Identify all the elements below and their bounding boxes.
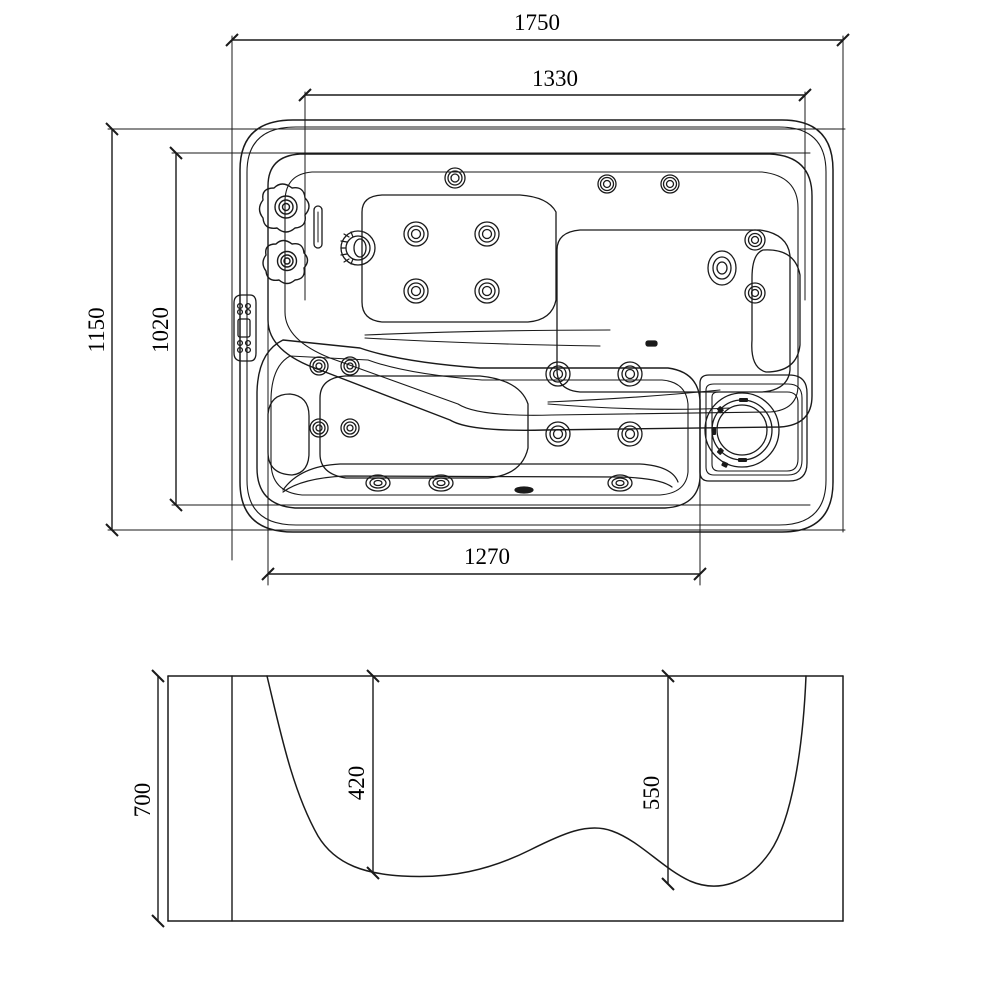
plan-dimension-lines — [105, 33, 850, 581]
jet — [744, 282, 766, 304]
headrest-lower-left — [267, 393, 310, 476]
control-panel-button — [244, 339, 252, 347]
dimension-label-700: 700 — [130, 783, 155, 818]
filter-cartridge — [716, 404, 768, 456]
elevation-shell-profile — [266, 675, 807, 887]
control-panel-display — [237, 318, 251, 338]
upper-basin-outline — [267, 153, 813, 431]
upper-basin-inner — [284, 171, 799, 416]
upper-left-seat — [361, 194, 557, 323]
spa-plan-body — [239, 119, 834, 533]
dimension-label-420: 420 — [344, 766, 369, 801]
control-panel-button — [244, 346, 252, 354]
spa-outer-shell — [239, 119, 834, 533]
jet — [309, 356, 329, 376]
lower-seat-pad — [319, 375, 529, 479]
headrest-upper-right — [751, 249, 801, 373]
control-panel — [233, 294, 257, 362]
spa-inner-rim — [246, 126, 827, 526]
jet — [309, 418, 329, 438]
jets-group — [309, 167, 766, 492]
jet — [444, 167, 466, 189]
upper-left-seat-outline — [361, 194, 557, 323]
dimension-label-1750: 1750 — [514, 10, 560, 35]
jet — [474, 278, 500, 304]
control-panel-button — [236, 302, 244, 310]
lower-basin-outline — [256, 339, 701, 509]
filter-outer-ring — [704, 392, 780, 468]
jet — [340, 356, 360, 376]
plan-extension-lines — [107, 35, 846, 586]
outlet-slots — [514, 340, 658, 494]
control-panel-button — [236, 346, 244, 354]
lower-basin-footrest — [282, 463, 679, 493]
suction-slot — [645, 340, 658, 347]
jet — [597, 174, 617, 194]
jet — [474, 221, 500, 247]
filter-skimmer — [699, 374, 808, 482]
jet — [607, 474, 633, 492]
dimension-label-1270: 1270 — [464, 544, 510, 569]
dimension-label-1150: 1150 — [84, 307, 109, 352]
grab-handle — [313, 205, 323, 249]
jet — [545, 361, 571, 387]
air-control-knob — [340, 230, 376, 266]
elevation-extension-lines — [167, 675, 381, 922]
jet-large — [707, 250, 737, 286]
jet — [744, 229, 766, 251]
upper-basin — [267, 153, 813, 431]
diverter-valve-upper — [258, 183, 310, 233]
control-panel-button — [236, 308, 244, 316]
elevation-box — [167, 675, 844, 922]
dimension-label-550: 550 — [639, 776, 664, 811]
control-panel-button — [244, 308, 252, 316]
jet — [428, 474, 454, 492]
upper-right-seat — [556, 229, 791, 393]
diverter-valve-lower — [262, 239, 309, 285]
upper-right-seat-outline — [556, 229, 791, 393]
jet — [365, 474, 391, 492]
jet — [340, 418, 360, 438]
dimension-label-1330: 1330 — [532, 66, 578, 91]
upper-basin-flow-lines — [364, 329, 731, 410]
jet — [403, 278, 429, 304]
elevation-dimension-lines — [151, 669, 675, 928]
jet — [403, 221, 429, 247]
control-panel-button — [236, 339, 244, 347]
control-panel-button — [244, 302, 252, 310]
drain-slot — [514, 486, 534, 494]
dimension-label-1020: 1020 — [148, 307, 173, 353]
jet — [660, 174, 680, 194]
lower-headrest — [267, 393, 310, 476]
jet — [617, 421, 643, 447]
jet — [617, 361, 643, 387]
upper-right-headrest — [751, 249, 801, 373]
jet — [545, 421, 571, 447]
lower-seat-outline — [319, 375, 529, 479]
